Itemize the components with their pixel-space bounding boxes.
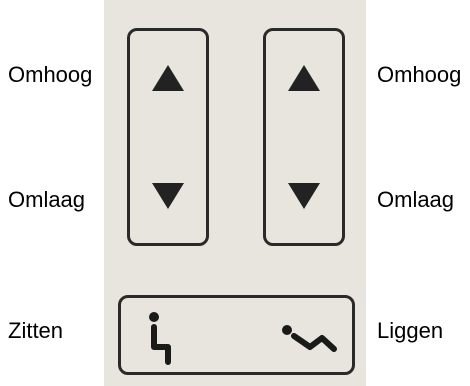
remote-panel [104, 0, 366, 386]
sit-label: Zitten [8, 318, 64, 343]
position-mode-bar [118, 295, 355, 375]
right-up-label: Omhoog [377, 62, 462, 87]
up-triangle-icon [288, 65, 320, 91]
sit-button[interactable] [131, 304, 201, 368]
lie-label: Liggen [377, 318, 444, 343]
right-rocker-switch [263, 28, 345, 246]
sitting-person-icon [149, 312, 171, 365]
down-triangle-icon [152, 183, 184, 209]
left-up-label: Omhoog [8, 62, 93, 87]
left-up-button[interactable] [148, 59, 188, 99]
right-up-button[interactable] [284, 59, 324, 99]
right-down-button[interactable] [284, 175, 324, 215]
up-triangle-icon [152, 65, 184, 91]
left-rocker-switch [127, 28, 209, 246]
down-triangle-icon [288, 183, 320, 209]
left-down-button[interactable] [148, 175, 188, 215]
lie-button[interactable] [276, 304, 346, 368]
reclining-person-icon [282, 325, 337, 352]
right-down-label: Omlaag [377, 187, 455, 212]
left-down-label: Omlaag [8, 187, 86, 212]
